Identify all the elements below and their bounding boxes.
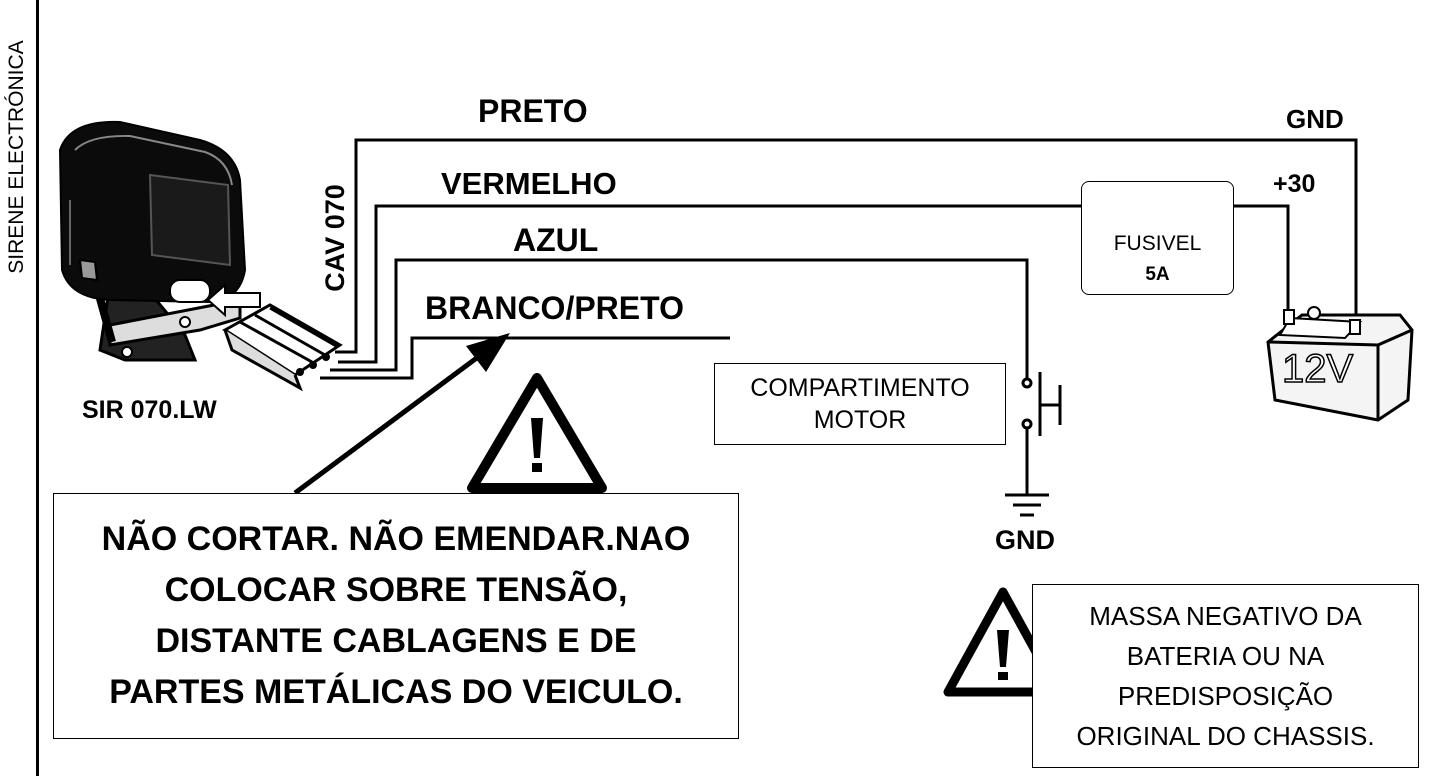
warning-line: COLOCAR SOBRE TENSÃO, [164, 571, 628, 609]
cable-label: CAV 070 [320, 184, 350, 292]
battery-voltage-label: 12V [1281, 346, 1354, 392]
wire-label-vermelho: VERMELHO [441, 166, 617, 201]
wire-label-azul: AZUL [513, 222, 599, 258]
battery-plus-label: +30 [1273, 170, 1316, 198]
fuse-label: FUSIVEL [1113, 232, 1202, 255]
warning-line: NÃO CORTAR. NÃO EMENDAR.NAO [101, 520, 691, 558]
ground-label: GND [995, 525, 1055, 555]
wire-label-branco-preto: BRANCO/PRETO [425, 290, 684, 326]
wire-label-preto: PRETO [478, 93, 588, 129]
battery-gnd-label: GND [1286, 104, 1344, 134]
siren-device-image [58, 120, 261, 362]
connector-plug [222, 303, 343, 392]
ground-icon [1005, 493, 1049, 517]
wire-azul [330, 258, 1029, 495]
device-label: SIR 070.LW [82, 396, 217, 424]
warning-triangle-icon [467, 373, 607, 493]
ground-note-line: PREDISPOSIÇÃO [1117, 681, 1334, 711]
fuse-box: FUSIVEL 5A [1081, 181, 1234, 295]
engine-compartment-box: COMPARTIMENTO MOTOR [714, 363, 1006, 445]
door-switch-icon [1021, 372, 1062, 436]
engine-compartment-line2: MOTOR [813, 406, 907, 434]
ground-note-line: BATERIA OU NA [1126, 641, 1325, 671]
warning-line: PARTES METÁLICAS DO VEICULO. [109, 673, 683, 711]
wire-branco-preto [320, 336, 730, 380]
side-divider [36, 0, 39, 776]
ground-note-box: MASSA NEGATIVO DA BATERIA OU NA PREDISPO… [1032, 584, 1419, 768]
battery-icon [1266, 306, 1414, 422]
side-title: SIRENE ELECTRÓNICA [5, 40, 28, 274]
wire-preto [335, 138, 1358, 354]
massa-warning-triangle-icon [943, 587, 1063, 697]
cable-warning-box: NÃO CORTAR. NÃO EMENDAR.NAO COLOCAR SOBR… [53, 493, 739, 739]
ground-note-line: MASSA NEGATIVO DA [1089, 601, 1362, 631]
warning-line: DISTANTE CABLAGENS E DE [155, 622, 637, 660]
engine-compartment-line1: COMPARTIMENTO [750, 374, 970, 402]
pointer-arrow [293, 333, 510, 496]
fuse-rating: 5A [1145, 264, 1170, 285]
ground-note-line: ORIGINAL DO CHASSIS. [1076, 721, 1375, 751]
